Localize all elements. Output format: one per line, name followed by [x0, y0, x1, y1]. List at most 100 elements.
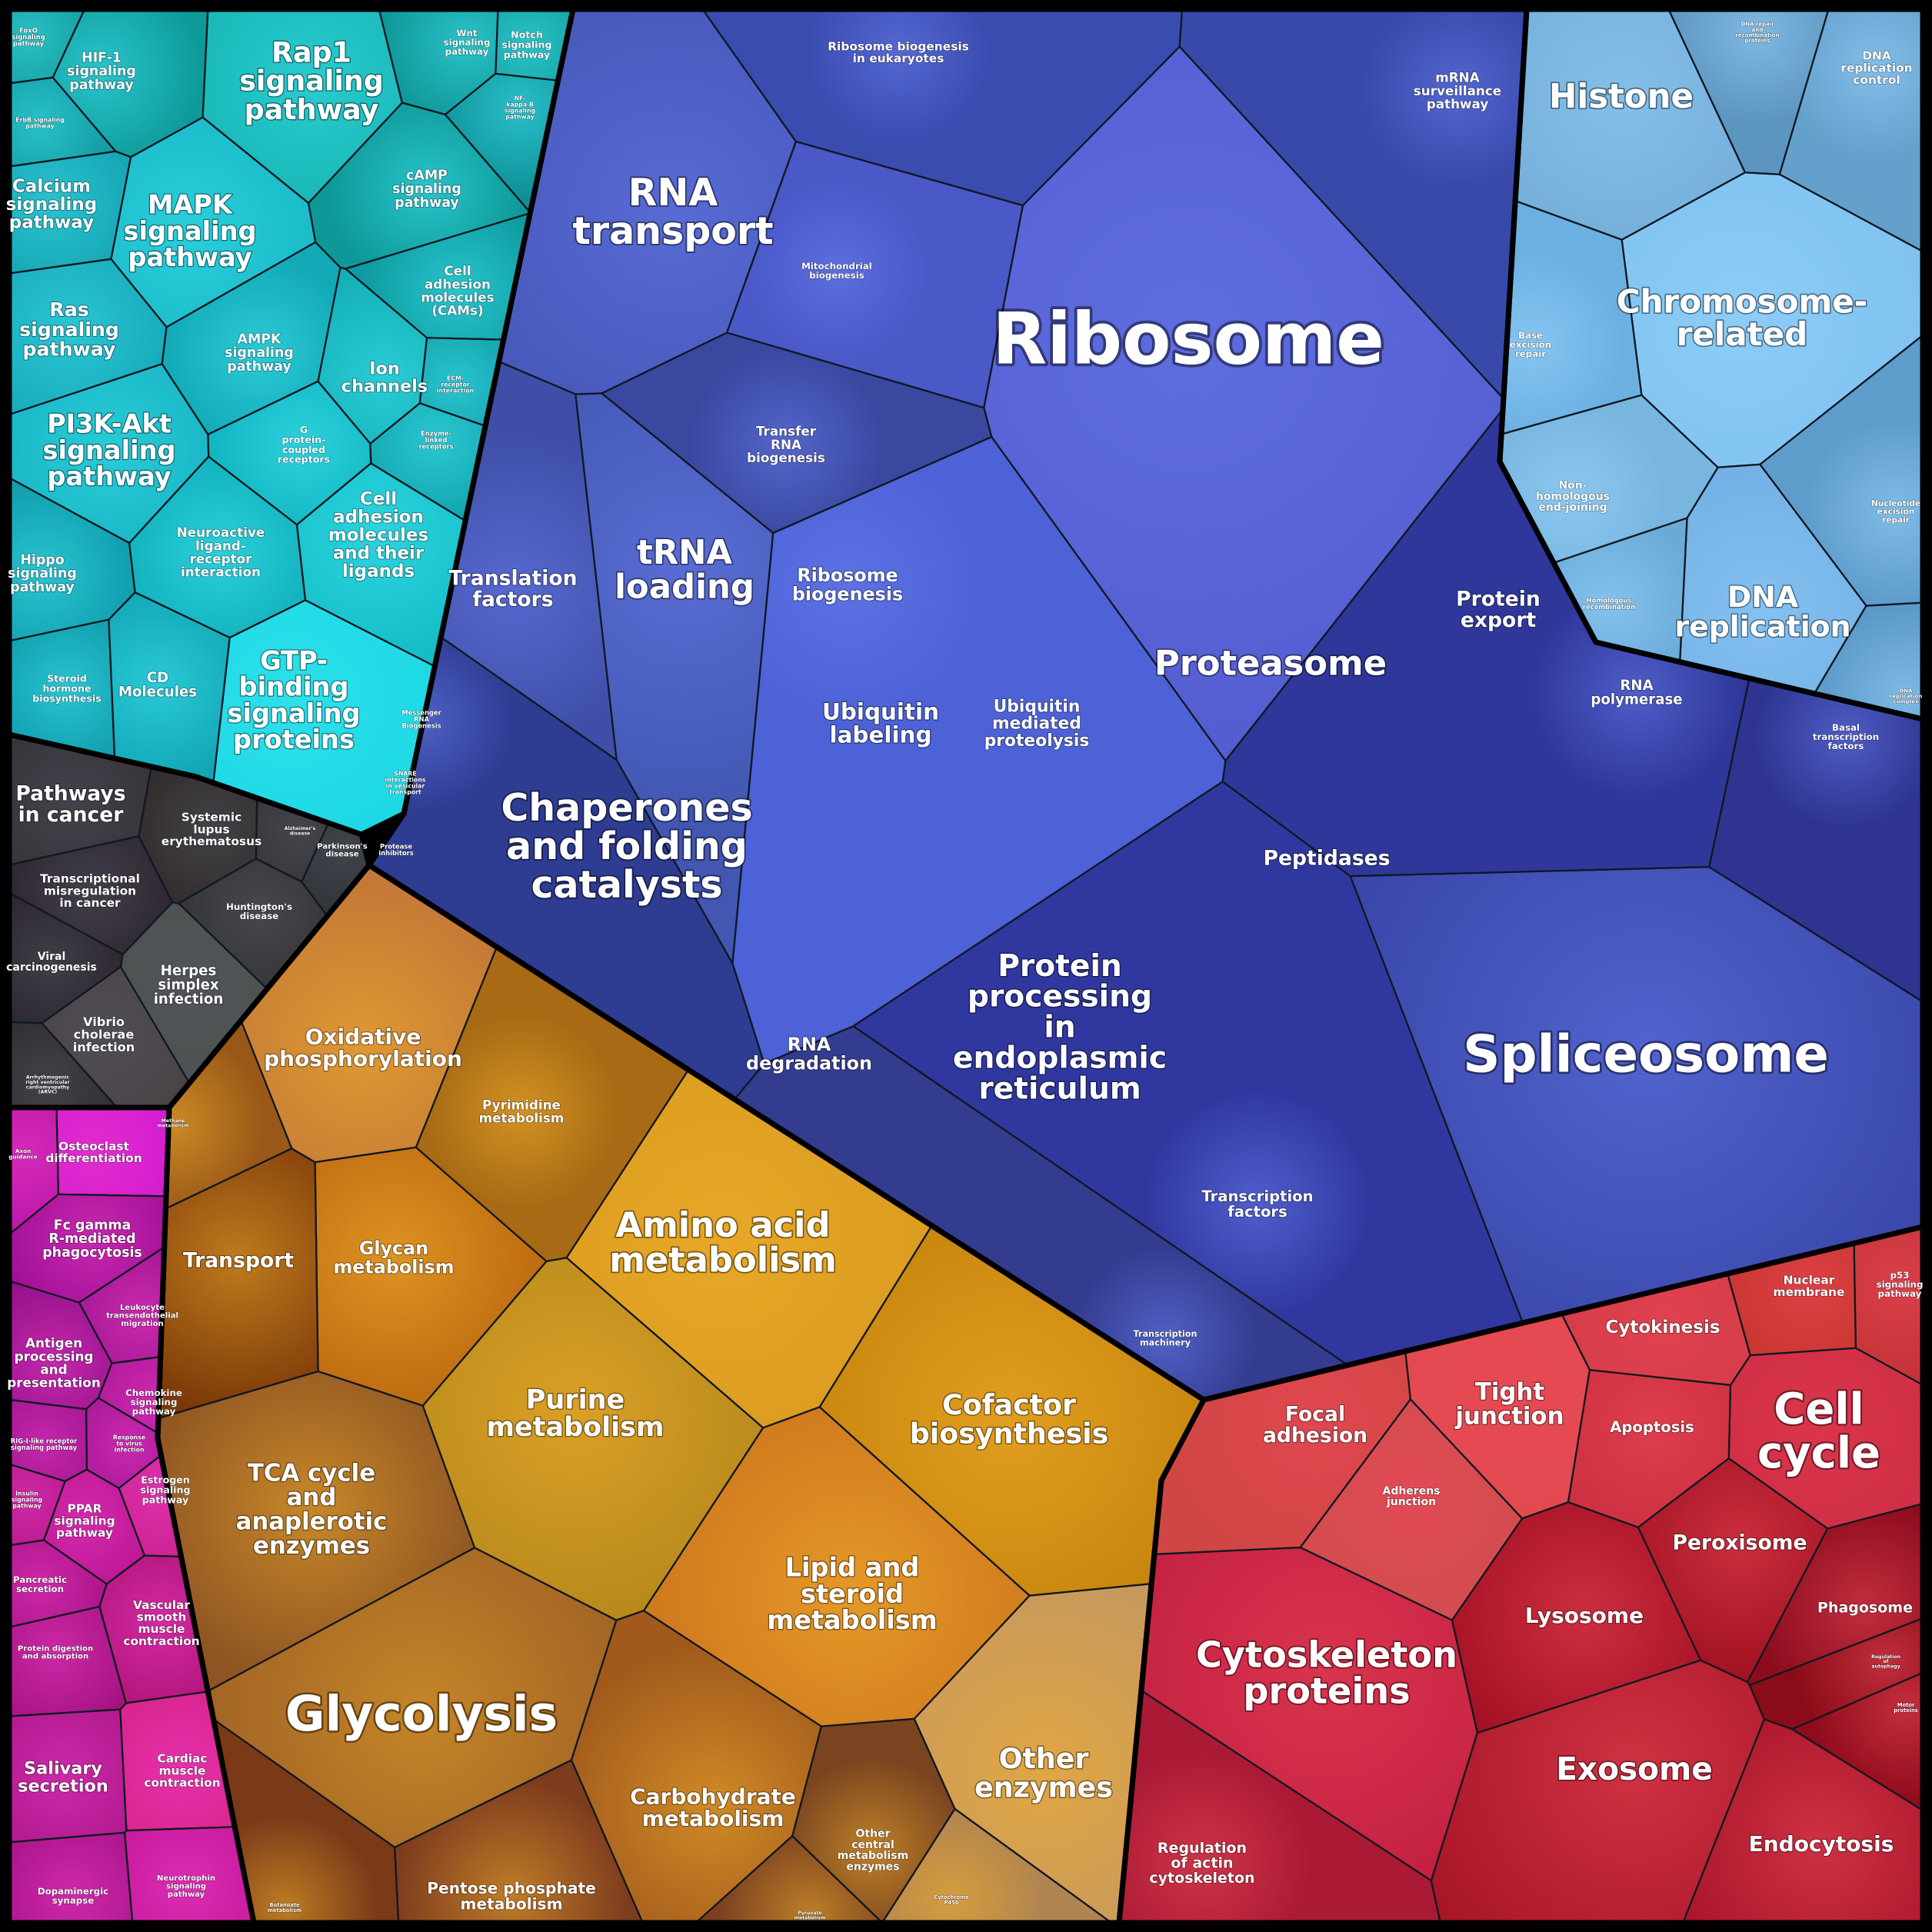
- label-line: Chaperones: [501, 786, 752, 830]
- label-line: and: [287, 1484, 337, 1511]
- label-line: simplex: [158, 977, 219, 993]
- label-line: Pyruvate: [798, 1910, 822, 1916]
- label-line: in vesicular: [386, 783, 425, 790]
- label-line: related: [1677, 315, 1808, 353]
- label-line: Pentose phosphate: [427, 1879, 596, 1897]
- label-line: labeling: [830, 721, 932, 748]
- label-line: signaling: [227, 698, 360, 728]
- label-line: binding: [239, 672, 349, 702]
- cell-glow-transfer-rna-biogenesis: [601, 332, 992, 533]
- cell-outline-motor-proteins: [1790, 1671, 1923, 1812]
- label-line: right ventricular: [25, 1080, 70, 1085]
- cell-outline-notch: [495, 9, 573, 84]
- label-line: Lysosome: [1525, 1603, 1644, 1628]
- label-line: Oxidative: [305, 1024, 421, 1050]
- label-line: Cofactor: [942, 1388, 1076, 1421]
- cell-glow-protein-digestion: [9, 1606, 126, 1717]
- label-line: channels: [341, 376, 428, 396]
- label-line: Transcriptional: [40, 872, 140, 886]
- label-line: hormone: [42, 682, 91, 694]
- label-line: Messenger: [401, 708, 441, 716]
- label-line: Cell: [444, 263, 471, 278]
- cell-glow-chemokine: [98, 1357, 161, 1434]
- label-line: processing: [15, 1348, 94, 1364]
- label-line: muscle: [159, 1764, 206, 1777]
- label-line: Basal: [1832, 722, 1860, 733]
- label-line: Nuclear: [1784, 1274, 1835, 1287]
- label-line: proteins: [1243, 1671, 1410, 1712]
- cell-glow-messenger-rna-biogenesis: [369, 637, 764, 1100]
- cell-glow-nucleotide-excision-repair: [1760, 335, 1923, 606]
- label-line: Other: [856, 1828, 891, 1840]
- label-line: factors: [472, 588, 553, 611]
- label-line: pathway: [69, 78, 134, 93]
- cell-glow-fc-gamma: [9, 1194, 166, 1303]
- label-chromosome-related: Chromosome-related: [1617, 282, 1867, 353]
- label-line: erythematosus: [162, 834, 261, 848]
- label-line: SNARE: [394, 771, 417, 778]
- label-line: biogenesis: [747, 450, 825, 465]
- label-line: RNA: [1620, 678, 1653, 694]
- label-ribosome: Ribosome: [992, 297, 1384, 380]
- cell-glow-rap1: [202, 9, 402, 203]
- label-line: CD: [147, 670, 168, 686]
- cell-glow-erbb: [9, 77, 116, 167]
- label-line: in eukaryotes: [853, 52, 944, 65]
- label-line: pathway: [25, 123, 54, 130]
- label-line: machinery: [1140, 1338, 1191, 1348]
- label-line: pathway: [168, 1890, 205, 1899]
- label-line: (CAMs): [431, 303, 483, 318]
- label-line: pathway: [1878, 1288, 1922, 1299]
- label-line: pathway: [1427, 96, 1489, 112]
- label-line: metabolism: [794, 1915, 826, 1920]
- label-line: to virus: [116, 1441, 142, 1447]
- label-line: mediated: [992, 715, 1081, 734]
- label-line: export: [1461, 608, 1537, 632]
- cell-glow-non-homologous-end-joining: [1500, 395, 1718, 563]
- label-line: pathway: [12, 1503, 41, 1510]
- label-line: proteins: [233, 724, 355, 754]
- label-line: replication: [1840, 61, 1912, 75]
- cell-glow-cytochrome-p450: [882, 1808, 1112, 1923]
- cell-glow-focal-adhesion: [1154, 1351, 1411, 1554]
- cell-outline-alzheimers: [255, 734, 369, 883]
- label-line: Biogenesis: [401, 722, 441, 730]
- label-line: Axon: [15, 1148, 32, 1154]
- label-line: pathway: [13, 40, 45, 48]
- cell-outline-p53: [1853, 1227, 1923, 1387]
- cell-glow-huntingtons: [178, 858, 328, 989]
- label-line: enzymes: [846, 1860, 899, 1873]
- label-line: interaction: [181, 565, 261, 580]
- cell-glow-cardiac-muscle: [120, 1691, 235, 1831]
- label-line: signaling: [67, 64, 136, 79]
- label-line: and: [1752, 27, 1764, 33]
- label-line: infection: [73, 1040, 135, 1054]
- label-line: catalysts: [531, 863, 722, 907]
- label-line: Ubiquitin: [994, 697, 1081, 716]
- label-line: Molecules: [118, 685, 197, 701]
- cell-glow-transcription-machinery: [734, 1026, 1348, 1400]
- label-line: Amino acid: [615, 1204, 830, 1245]
- cell-glow-butanoate-metabolism: [213, 1719, 399, 1923]
- label-line: Herpes: [161, 963, 217, 979]
- label-line: Mitochondrial: [801, 261, 872, 271]
